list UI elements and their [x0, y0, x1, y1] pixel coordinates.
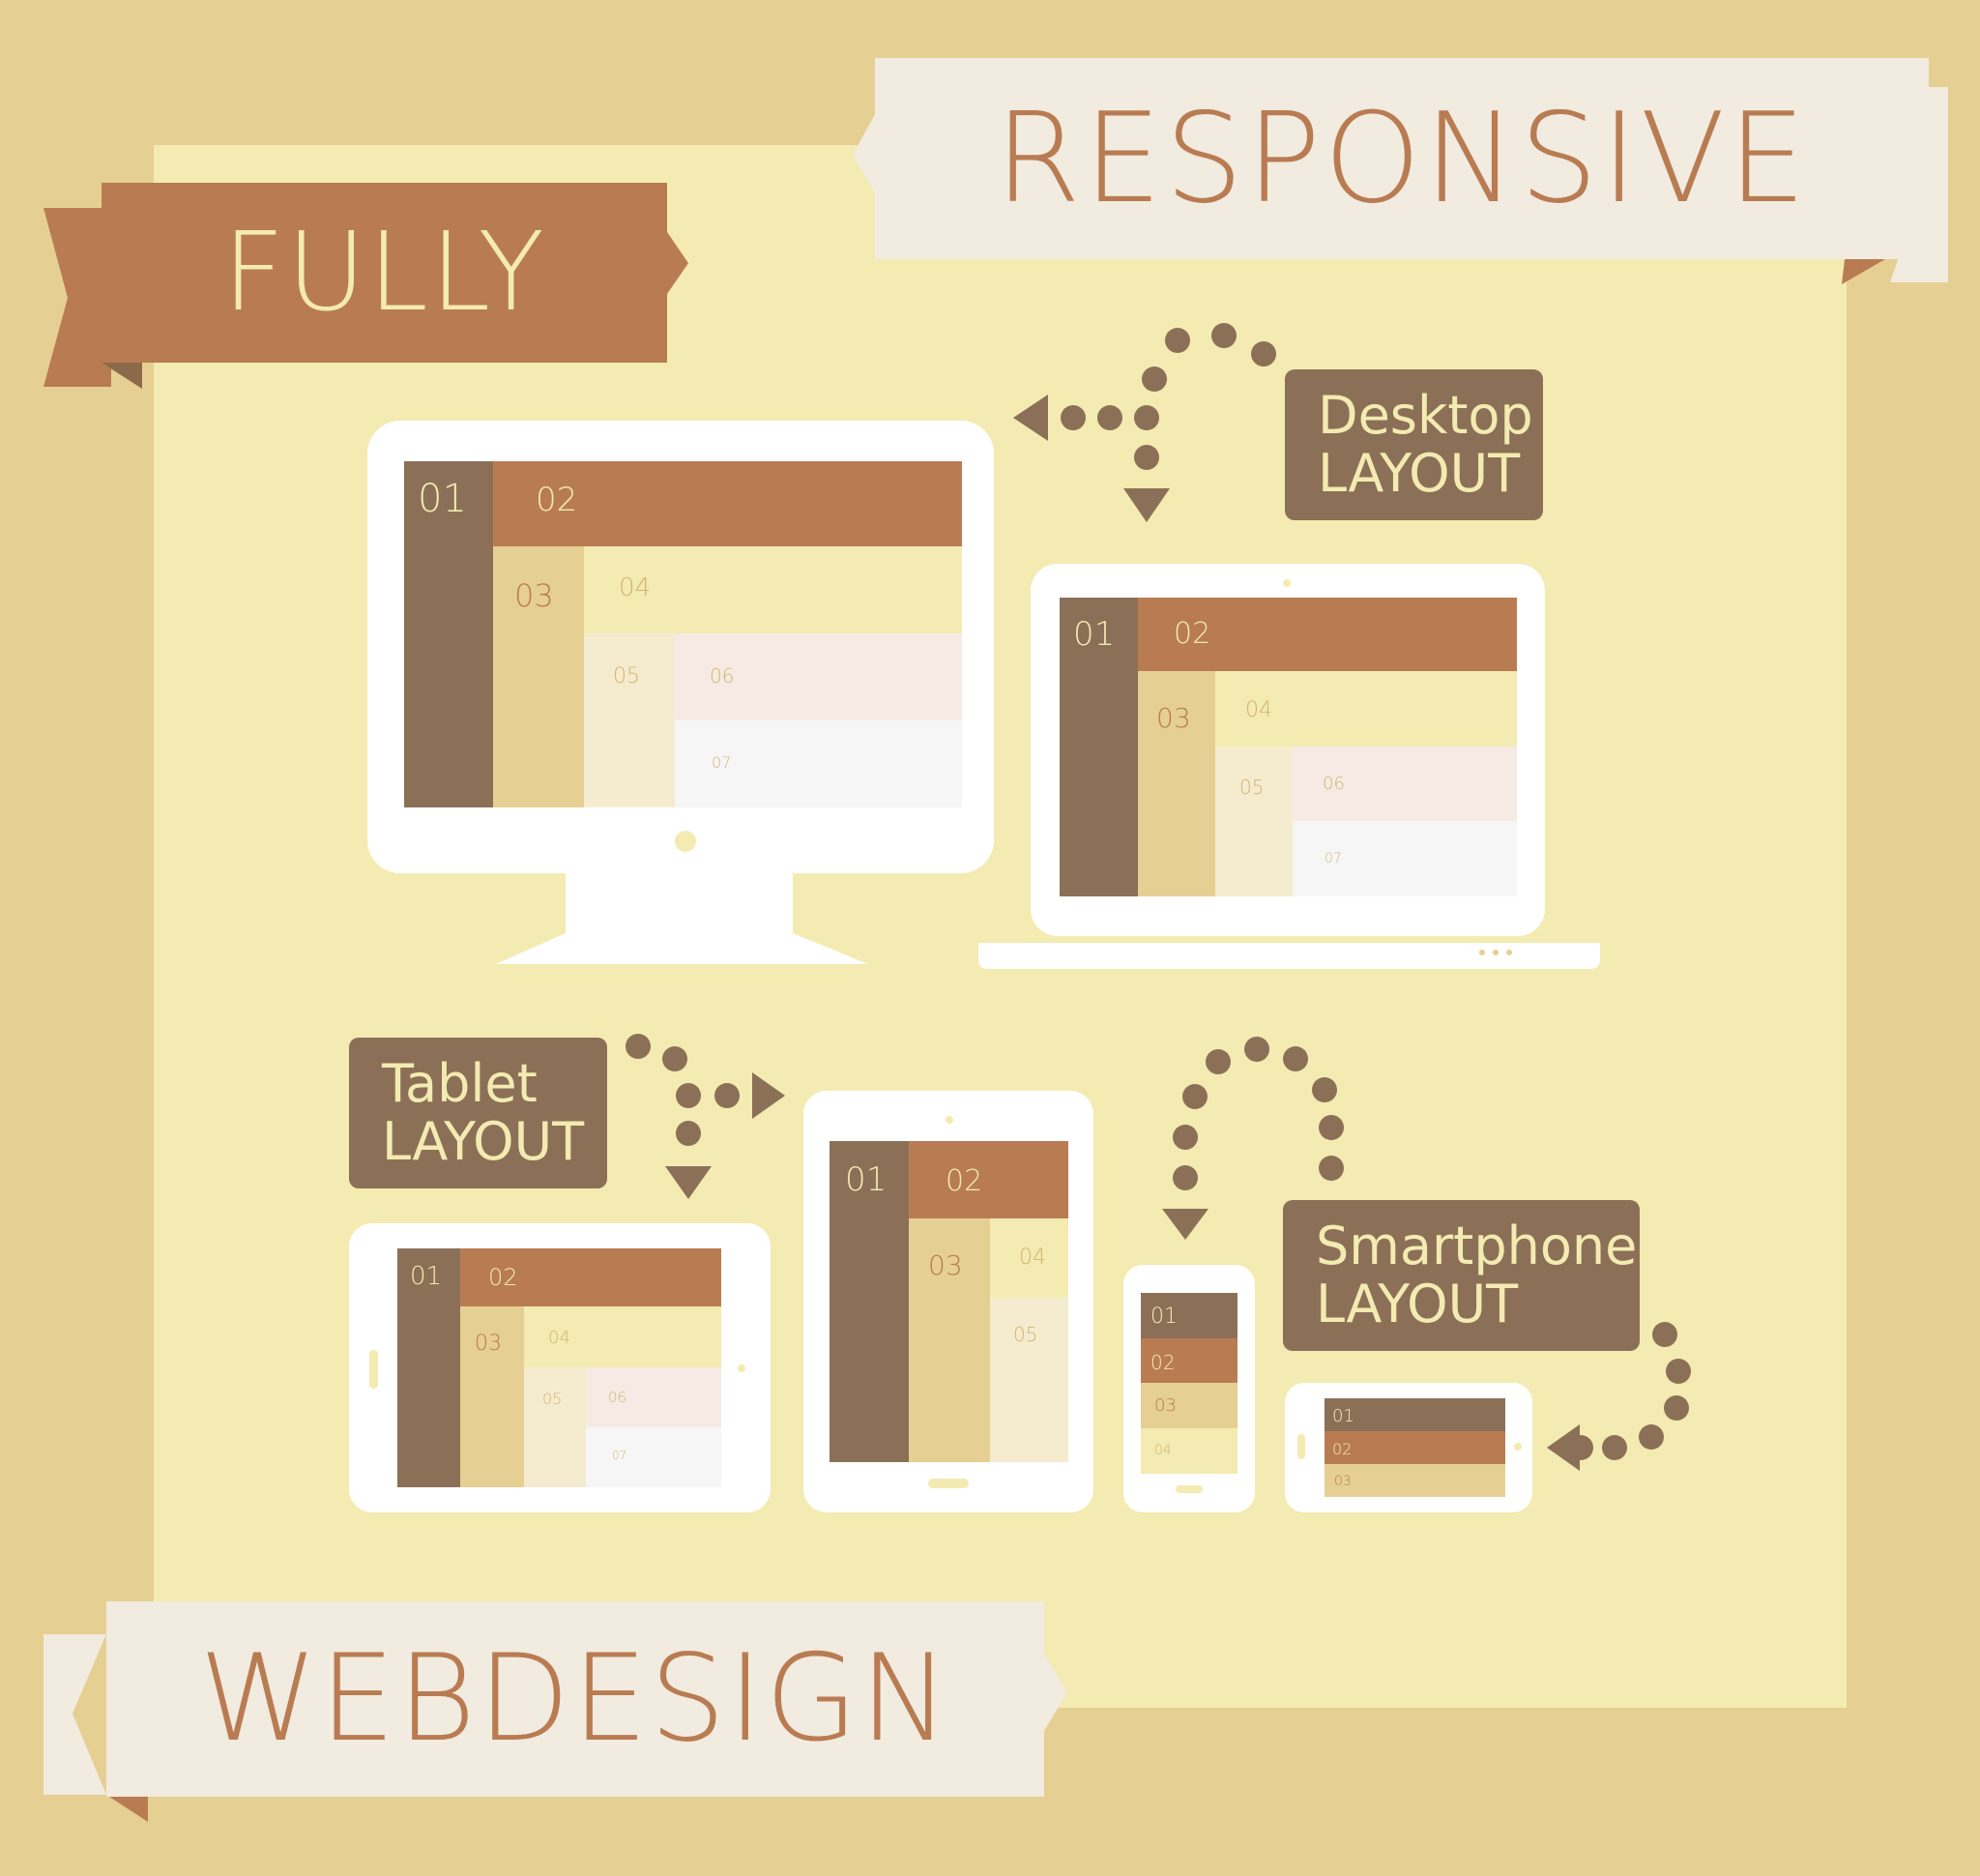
- label-03: 03: [475, 1332, 502, 1356]
- label-06: 06: [1323, 774, 1345, 794]
- label-07: 07: [612, 1449, 627, 1462]
- responsive-ribbon-notch-left: [853, 114, 875, 193]
- block-01: [397, 1248, 460, 1487]
- laptop-screen: 01 02 03 04 05 06 07: [1060, 598, 1517, 896]
- block-03: [1325, 1464, 1505, 1497]
- block-05: [524, 1367, 586, 1487]
- responsive-ribbon: RESPONSIVE: [875, 58, 1929, 259]
- label-07: 07: [712, 753, 732, 772]
- label-02: 02: [946, 1164, 983, 1198]
- block-04: [524, 1306, 721, 1367]
- webdesign-ribbon-notch: [1044, 1654, 1067, 1731]
- block-07: [586, 1427, 721, 1487]
- responsive-ribbon-tail-right: [1890, 87, 1948, 282]
- block-03: [1141, 1383, 1238, 1428]
- responsive-ribbon-fold: [1842, 259, 1885, 284]
- block-02: [1138, 598, 1517, 671]
- label-01: 01: [1332, 1406, 1354, 1426]
- block-05: [584, 633, 675, 807]
- label-01: 01: [418, 477, 467, 521]
- block-03: [1138, 671, 1215, 896]
- block-01: [404, 461, 493, 807]
- label-03: 03: [1156, 702, 1191, 734]
- label-04: 04: [619, 573, 652, 602]
- label-03: 03: [1334, 1474, 1352, 1489]
- label-04: 04: [1019, 1246, 1046, 1270]
- block-04: [1215, 671, 1517, 747]
- smartphone-landscape-screen: 01 02 03: [1325, 1398, 1505, 1497]
- block-07: [1293, 821, 1517, 896]
- block-03: [460, 1306, 524, 1487]
- label-02: 02: [1332, 1440, 1353, 1458]
- desktop-label-line2: LAYOUT: [1318, 443, 1521, 504]
- tablet-portrait-screen: 01 02 03 04 05: [830, 1141, 1068, 1462]
- label-03: 03: [514, 577, 554, 614]
- label-03: 03: [928, 1249, 963, 1281]
- tablet-landscape-screen: 01 02 03 04 05 06 07: [397, 1248, 721, 1487]
- block-06: [675, 633, 962, 720]
- webdesign-ribbon-fold: [106, 1795, 148, 1822]
- label-04: 04: [1245, 698, 1272, 722]
- block-03: [909, 1218, 990, 1462]
- block-02: [460, 1248, 721, 1306]
- block-01: [1325, 1398, 1505, 1431]
- label-06: 06: [608, 1389, 627, 1406]
- headline-word-responsive: RESPONSIVE: [994, 86, 1810, 231]
- label-05: 05: [613, 664, 640, 689]
- fully-ribbon-tail-left: [44, 208, 111, 387]
- fully-ribbon-fold: [102, 363, 142, 389]
- label-02: 02: [536, 481, 578, 519]
- smartphone-label-line2: LAYOUT: [1316, 1274, 1519, 1334]
- block-06: [1293, 747, 1517, 821]
- tablet-layout-label: Tablet LAYOUT: [349, 1038, 607, 1188]
- block-02: [909, 1141, 1068, 1218]
- label-03: 03: [1154, 1395, 1177, 1416]
- smartphone-portrait-screen: 01 02 03 04: [1141, 1293, 1238, 1474]
- smartphone-layout-label: Smartphone LAYOUT: [1283, 1200, 1640, 1351]
- tablet-label-line2: LAYOUT: [382, 1111, 585, 1172]
- label-05: 05: [1239, 776, 1265, 799]
- block-01: [830, 1141, 909, 1462]
- smartphone-label-line1: Smartphone: [1316, 1216, 1638, 1276]
- block-05: [990, 1298, 1068, 1462]
- block-02: [493, 461, 962, 546]
- block-04: [1141, 1428, 1238, 1474]
- block-03: [493, 546, 584, 807]
- label-05: 05: [542, 1390, 563, 1408]
- label-02: 02: [1150, 1351, 1176, 1374]
- label-01: 01: [845, 1160, 888, 1199]
- fully-ribbon-notch: [667, 232, 688, 294]
- label-06: 06: [710, 664, 735, 688]
- label-01: 01: [410, 1262, 443, 1291]
- label-04: 04: [548, 1328, 570, 1348]
- label-07: 07: [1325, 851, 1342, 866]
- block-06: [586, 1367, 721, 1427]
- headline-word-fully: FULLY: [222, 210, 546, 336]
- block-01: [1141, 1293, 1238, 1338]
- label-02: 02: [488, 1264, 518, 1291]
- desktop-layout-label: Desktop LAYOUT: [1285, 369, 1543, 520]
- tablet-label-line1: Tablet: [382, 1053, 538, 1114]
- label-01: 01: [1150, 1304, 1178, 1329]
- label-04: 04: [1154, 1443, 1172, 1458]
- label-05: 05: [1013, 1323, 1038, 1346]
- block-02: [1325, 1431, 1505, 1464]
- block-07: [675, 720, 962, 807]
- label-01: 01: [1073, 615, 1116, 654]
- block-05: [1215, 747, 1293, 896]
- webdesign-ribbon-tail-left: [44, 1634, 106, 1795]
- monitor-screen: 01 02 03 04 05 06 07: [404, 461, 962, 807]
- block-02: [1141, 1338, 1238, 1383]
- headline-word-webdesign: WEBDESIGN: [198, 1629, 952, 1769]
- desktop-label-line1: Desktop: [1318, 385, 1533, 446]
- block-04: [990, 1218, 1068, 1298]
- label-02: 02: [1174, 617, 1211, 651]
- block-01: [1060, 598, 1138, 896]
- fully-ribbon: FULLY: [102, 183, 667, 363]
- webdesign-ribbon: WEBDESIGN: [106, 1601, 1044, 1797]
- block-04: [584, 546, 962, 633]
